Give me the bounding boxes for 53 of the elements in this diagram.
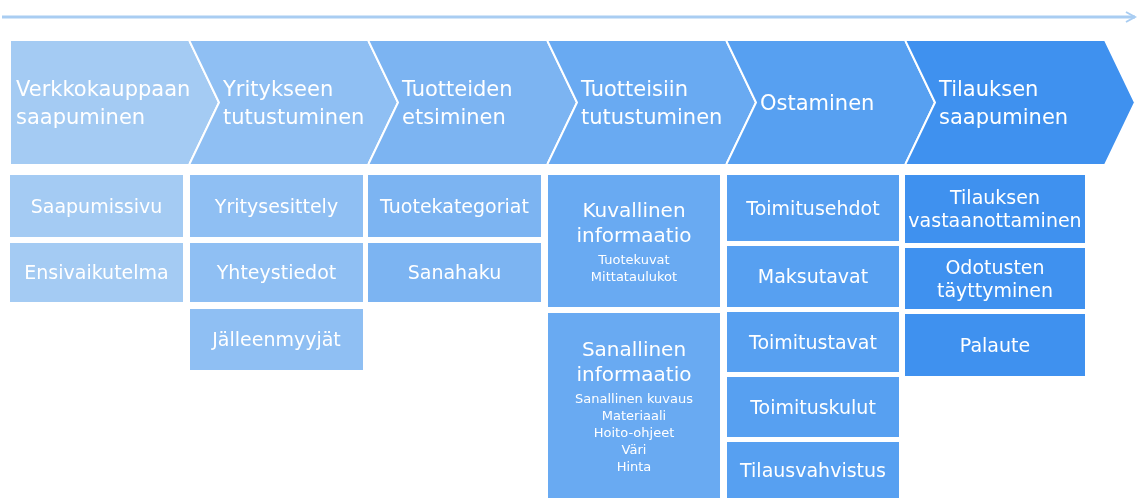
info-box xyxy=(727,377,899,437)
info-box xyxy=(905,175,1085,243)
process-step xyxy=(726,40,935,165)
process-step xyxy=(189,40,398,165)
process-step xyxy=(368,40,577,165)
box-text: Sanahaku xyxy=(407,261,502,284)
process-step xyxy=(547,40,756,165)
sub-item: Tuotekuvat xyxy=(598,250,670,268)
info-box xyxy=(727,312,899,372)
stage-title: Tuotteisiin tutustuminen xyxy=(581,75,724,131)
stage-title: Tuotteiden etsiminen xyxy=(402,75,514,131)
info-box xyxy=(727,175,899,241)
box-text: Jälleenmyyjät xyxy=(212,328,341,351)
info-box xyxy=(190,309,363,370)
sub-item: Hinta xyxy=(616,457,652,475)
stage-title: Ostaminen xyxy=(760,89,876,117)
box-text: Toimitustavat xyxy=(749,330,877,354)
info-box xyxy=(368,243,541,302)
sub-item: Hoito-ohjeet xyxy=(593,423,675,441)
process-step xyxy=(905,40,1135,165)
sub-item: Sanallinen kuvaus xyxy=(575,389,693,407)
sub-item: Materiaali xyxy=(601,406,667,424)
info-box xyxy=(727,442,899,498)
info-box xyxy=(548,175,720,307)
box-text: Toimituskulut xyxy=(750,395,876,419)
info-box xyxy=(10,243,183,302)
info-box xyxy=(190,243,363,302)
stage-title: Tilauksen saapuminen xyxy=(939,75,1070,131)
box-text: Tuotekategoriat xyxy=(380,194,529,218)
box-text: Ensivaikutelma xyxy=(24,261,169,284)
box-text: Yhteystiedot xyxy=(216,261,337,284)
stage-title: Yritykseen tutustuminen xyxy=(223,75,366,131)
box-text: Palaute xyxy=(959,333,1031,357)
box-text: Saapumissivu xyxy=(30,194,163,218)
box-text: Tilauksen vastaanottaminen xyxy=(908,186,1082,232)
box-text: Toimitusehdot xyxy=(746,196,880,220)
stage-title: Verkkokauppaan saapuminen xyxy=(16,75,192,131)
box-text: Yritysesittely xyxy=(214,194,339,218)
sub-item: Väri xyxy=(621,440,647,458)
box-text: Tilausvahvistus xyxy=(740,458,886,482)
box-heading: Kuvallinen informaatio xyxy=(575,197,693,248)
box-text: Maksutavat xyxy=(757,265,869,288)
info-box xyxy=(10,175,183,237)
info-box xyxy=(727,246,899,307)
box-heading: Sanallinen informaatio xyxy=(575,336,693,387)
info-box xyxy=(548,313,720,498)
box-text: Odotusten täyttyminen xyxy=(935,255,1054,302)
info-box xyxy=(905,248,1085,309)
process-step xyxy=(10,40,219,165)
info-box xyxy=(905,314,1085,376)
info-box xyxy=(368,175,541,237)
info-box xyxy=(190,175,363,237)
sub-item: Mittataulukot xyxy=(590,267,678,285)
